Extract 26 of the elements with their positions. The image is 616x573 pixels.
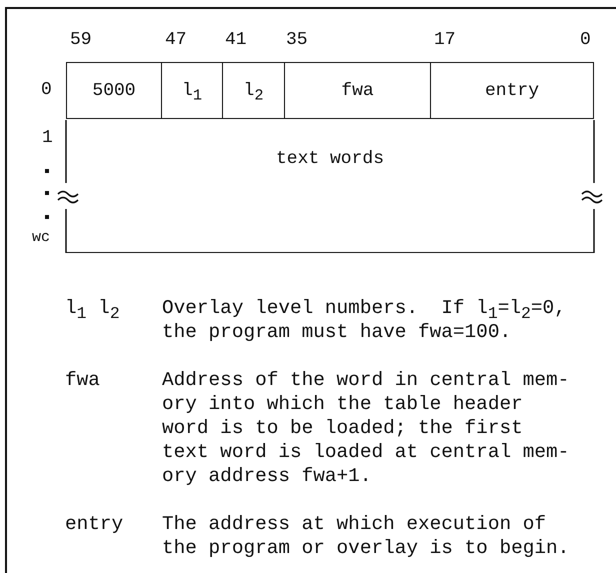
- header-field: [223, 62, 285, 119]
- field-label: l$_{1}$: [182, 80, 202, 100]
- definition: Address of the word in central mem- ory into which the table header word is to be loaded; the first text word is loaded at central mem- ory address fwa+1.: [162, 368, 570, 488]
- bit-number: 59: [70, 30, 92, 50]
- header-field: [162, 62, 223, 119]
- field-label: 5000: [92, 80, 136, 100]
- header-field: [66, 62, 162, 119]
- bit-number: 35: [286, 30, 308, 50]
- bit-number: 0: [580, 30, 591, 50]
- field-label: fwa: [341, 80, 374, 100]
- bit-number: 41: [225, 30, 247, 50]
- word-number: 1: [42, 128, 53, 148]
- field-label: l$_{2}$: [244, 80, 264, 100]
- field-label: text words: [276, 149, 384, 169]
- header-field: [431, 62, 594, 119]
- header-field: [285, 62, 431, 119]
- definition: Overlay level numbers. If l$_{1}$=l$_{2}$=0, the program must have fwa=100.: [162, 296, 567, 344]
- term: l$_{1}$ l$_{2}$: [65, 296, 120, 320]
- term: fwa: [65, 368, 100, 392]
- bit-number: 17: [434, 30, 456, 50]
- bit-number: 47: [165, 30, 187, 50]
- word-number: 0: [41, 80, 52, 100]
- word-number: wc: [32, 229, 50, 246]
- field-label: entry: [484, 80, 539, 100]
- term: entry: [65, 512, 124, 536]
- definition: The address at which execution of the program or overlay is to begin.: [162, 512, 570, 560]
